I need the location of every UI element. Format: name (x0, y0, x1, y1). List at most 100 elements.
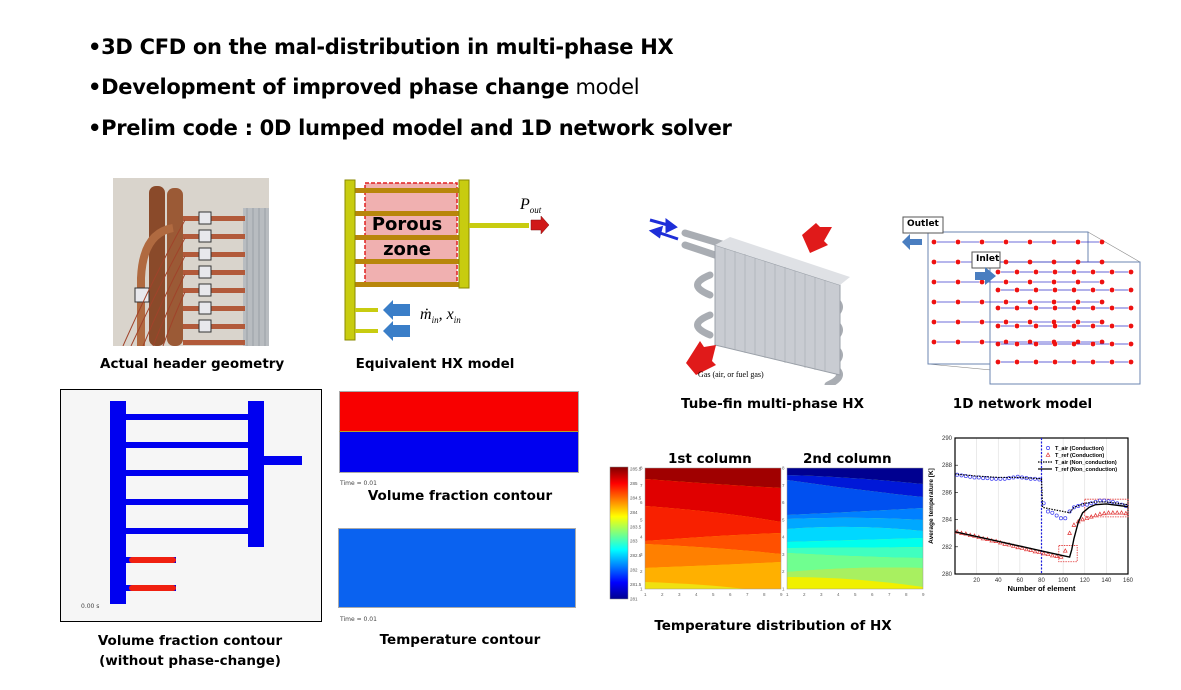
data-point-triangle (1088, 514, 1094, 519)
volume-fraction-contour-top (339, 391, 579, 433)
y-tick-label: 1 (782, 587, 785, 592)
network-node (1099, 239, 1105, 245)
bullet-2-normal-text: model (569, 75, 640, 99)
legend-label: T_air (Conduction) (1055, 446, 1104, 452)
network-node (979, 339, 985, 345)
data-point-triangle (1028, 547, 1034, 552)
data-point-circle (1028, 476, 1033, 481)
porous-zone-label: Porous zone (371, 212, 443, 262)
bullet-1: •3D CFD on the mal-distribution in multi… (88, 35, 674, 59)
network-node (1051, 259, 1057, 265)
series-line (954, 473, 1129, 514)
network-node (1109, 305, 1115, 311)
data-point-triangle (1019, 545, 1025, 550)
highlight-box (1084, 498, 1129, 518)
network-node (1075, 319, 1081, 325)
gas-label: Gas (air, or fuel gas) (698, 370, 764, 379)
network-node (1099, 259, 1105, 265)
x-tick-label: 100 (1058, 578, 1069, 584)
y-tick-label: 2 (782, 569, 785, 574)
x-tick-label: 6 (871, 592, 874, 597)
colorbar-tick-label: 283 (630, 539, 638, 544)
network-node (1099, 279, 1105, 285)
caption-vof-line2: (without phase-change) (99, 653, 281, 669)
network-node (1051, 279, 1057, 285)
p-out-symbol: P (520, 196, 530, 213)
inlet-header-pipe (344, 179, 356, 341)
caption-tube-fin-hx: Tube-fin multi-phase HX (680, 396, 865, 412)
network-node (1128, 341, 1134, 347)
data-point-circle (976, 475, 981, 480)
network-node (1109, 269, 1115, 275)
network-node (995, 305, 1001, 311)
x-tick-label: 20 (973, 578, 980, 584)
network-node (1014, 305, 1020, 311)
network-model-diagram (902, 216, 1141, 385)
y-tick-label: 4 (640, 535, 643, 540)
data-point-circle (1050, 510, 1055, 515)
network-node (931, 299, 937, 305)
inlet-arrow-icon (383, 300, 410, 320)
data-point-triangle (1106, 510, 1111, 515)
network-node (1052, 341, 1058, 347)
vof-simulation-image (110, 401, 302, 604)
col2-title: 2nd column (803, 451, 892, 467)
network-node (1090, 269, 1096, 275)
network-node (979, 299, 985, 305)
network-node (1014, 269, 1020, 275)
network-node (1099, 299, 1105, 305)
network-node (1071, 287, 1077, 293)
network-node (1052, 305, 1058, 311)
network-node (931, 279, 937, 285)
bullet-1-text: 3D CFD on the mal-distribution in multi-… (101, 35, 674, 59)
y-tick-label: 286 (942, 490, 953, 496)
x-tick-label: 5 (712, 592, 715, 597)
network-node (1014, 287, 1020, 293)
data-point-circle (1007, 476, 1012, 481)
network-node (979, 279, 985, 285)
network-node (1052, 269, 1058, 275)
col1-title: 1st column (668, 451, 752, 467)
data-point-triangle (1054, 553, 1060, 558)
network-node (1051, 239, 1057, 245)
colorbar (609, 466, 629, 600)
network-node (1027, 259, 1033, 265)
legend-swatch (1045, 452, 1051, 457)
network-node (1052, 323, 1058, 329)
x-tick-label: 60 (1017, 578, 1024, 584)
data-point-triangle (1067, 530, 1073, 535)
data-point-circle (1084, 502, 1089, 507)
x-tick-label: 7 (746, 592, 749, 597)
network-node (1014, 359, 1020, 365)
network-node (1109, 359, 1115, 365)
colorbar-tick-label: 281.5 (630, 582, 642, 587)
network-node (995, 359, 1001, 365)
outlet-arrow-icon (902, 234, 922, 250)
data-point-circle (1076, 504, 1081, 508)
network-node (1075, 259, 1081, 265)
network-node (1128, 269, 1134, 275)
network-node (1003, 299, 1009, 305)
caption-1d-network-model: 1D network model (952, 396, 1093, 412)
colorbar-tick-label: 284 (630, 510, 638, 515)
network-node (955, 239, 961, 245)
network-node (1014, 341, 1020, 347)
data-point-triangle (1097, 511, 1103, 516)
liquid-slug (129, 585, 176, 591)
data-point-circle (1106, 499, 1111, 504)
network-node (1090, 287, 1096, 293)
network-node (979, 239, 985, 245)
network-node (1128, 287, 1134, 293)
x-in-subscript: in (453, 315, 461, 326)
legend-swatch (1046, 446, 1050, 450)
data-point-triangle (1058, 554, 1064, 559)
x-tick-label: 140 (1101, 578, 1112, 584)
data-point-triangle (1093, 512, 1098, 518)
x-tick-label: 3 (678, 592, 681, 597)
bullet-2-text: Development of improved phase change (101, 75, 570, 99)
data-point-triangle (1032, 548, 1038, 554)
network-node (1090, 323, 1096, 329)
data-point-triangle (1045, 551, 1051, 556)
x-tick-label: 1 (786, 592, 789, 597)
